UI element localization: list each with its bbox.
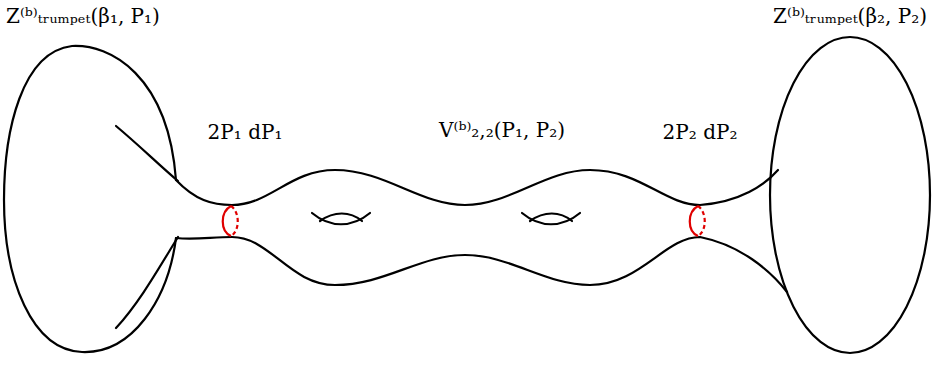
left-trumpet-rim xyxy=(4,46,176,352)
surface-bottom-outline xyxy=(176,237,787,292)
gluing-geodesic xyxy=(690,206,698,236)
gluing-geodesic-back xyxy=(698,206,705,236)
trumpet-label: Z⁽ᵇ⁾ₜᵣᵤₘₚₑₜ(β₁, P₁) xyxy=(6,4,160,28)
handle-hole xyxy=(320,214,362,222)
left-trumpet-inner-wall xyxy=(116,237,178,328)
left-trumpet-inner-wall xyxy=(116,126,178,181)
handle-hole xyxy=(522,213,580,224)
gluing-geodesic xyxy=(223,206,231,236)
handle-hole xyxy=(530,214,572,222)
gluing-geodesic-back xyxy=(231,206,238,236)
surface-top-outline xyxy=(176,170,778,205)
right-trumpet-rim xyxy=(770,37,930,353)
handle-hole xyxy=(312,213,370,224)
volume-label: V⁽ᵇ⁾₂,₂(P₁, P₂) xyxy=(439,118,565,142)
measure-label: 2P₁ dP₁ xyxy=(208,120,283,144)
measure-label: 2P₂ dP₂ xyxy=(663,120,738,144)
trumpet-label: Z⁽ᵇ⁾ₜᵣᵤₘₚₑₜ(β₂, P₂) xyxy=(773,4,927,28)
